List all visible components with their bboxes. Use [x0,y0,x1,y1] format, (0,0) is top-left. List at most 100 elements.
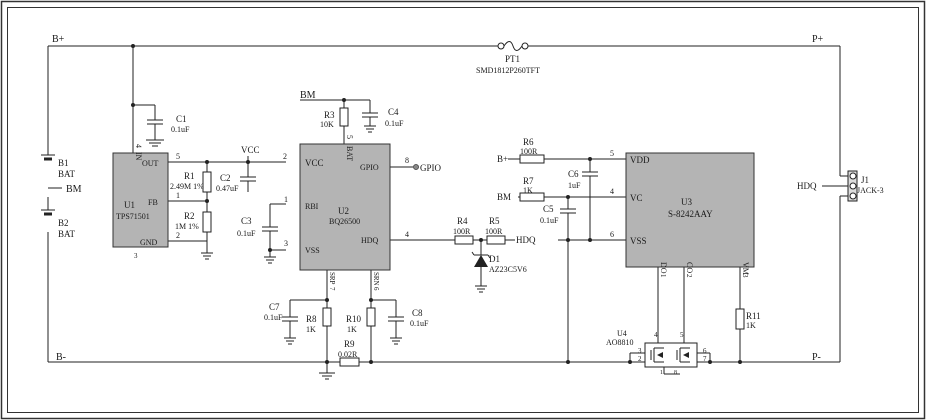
u2-pin-vcc: VCC [305,158,324,168]
u2-pin-bat-num: 5 [345,135,354,139]
u3-pin-vss: VSS [630,236,647,246]
u2-pin-srn: SRN [372,272,380,286]
u2-pin-vcc-num: 2 [283,152,287,161]
net-label-b-plus-u3: B+ [497,154,508,164]
c4-value: 0.1uF [385,119,404,128]
c8-ref: C8 [412,308,423,318]
u2-pin-rbi: RBI [305,202,319,211]
u3-pin-do: DO [659,262,668,274]
fuse-value: SMD1812P260TFT [476,66,540,75]
capacitor-c8: C8 0.1uF [388,308,429,328]
net-label-bm-u3: BM [497,192,511,202]
c2-value: 0.47uF [216,184,239,193]
u3-pin-vm: VM [741,262,750,275]
fuse-pt1: PT1 SMD1812P260TFT [476,41,540,75]
u2-pin-vss: VSS [305,246,320,255]
u3-pin-vc-num: 4 [610,187,614,196]
u3-pin-do-num: 1 [659,274,667,278]
r6-value: 100R [520,147,538,156]
u1-pin-in-num: 4 [134,144,143,148]
u3-pin-co-num: 2 [685,274,693,278]
capacitor-c3: C3 0.1uF [237,216,278,238]
c5-ref: C5 [543,204,554,214]
u2-pin-vss-num: 3 [284,239,288,248]
u1-pin-in: IN [134,152,143,161]
c1-ref: C1 [176,114,187,124]
r10-ref: R10 [346,314,362,324]
u3-value: S-8242AAY [668,209,713,219]
u4-pin-6: 6 [703,347,707,355]
net-label-bm-battery: BM [66,184,82,195]
r4-ref: R4 [457,216,468,226]
r11-value: 1K [746,321,756,330]
c4-ref: C4 [388,107,399,117]
u4-pin-7: 7 [703,355,707,363]
c2-ref: C2 [220,173,231,183]
resistor-r6: R6 100R [519,137,545,164]
c5-value: 0.1uF [540,216,559,225]
net-label-b-plus: B+ [52,34,65,45]
u4-value: AO8810 [606,338,634,347]
c3-value: 0.1uF [237,229,256,238]
capacitor-c5: C5 0.1uF [540,204,576,225]
resistor-r3: R3 10K [320,107,349,129]
resistor-r2: R2 1M 1% [175,211,212,233]
u2-pin-srp-num: 7 [328,287,336,291]
wires [47,45,848,380]
d1-value: AZ23C5V6 [489,265,527,274]
u4-pin-5: 5 [680,331,684,339]
c1-value: 0.1uF [171,125,190,134]
u2-pin-hdq: HDQ [361,236,379,245]
u4-pin-4: 4 [654,331,658,339]
r9-ref: R9 [344,339,355,349]
resistor-r5: R5 100R [485,216,506,245]
resistor-r9: R9 0.02R [338,339,360,367]
inner-frame [7,7,919,413]
r7-value: 1K [523,186,533,195]
j1-ref: J1 [861,175,869,185]
u4-ref: U4 [617,329,627,338]
u2-pin-rbi-num: 1 [284,195,288,204]
net-label-p-minus: P- [812,352,821,363]
u4-pin-3: 3 [638,347,642,355]
u4-pin-8: 8 [674,370,677,376]
gpio-test-point-icon [413,164,419,170]
capacitor-c7: C7 0.1uF [264,302,298,322]
chip-u1: 4 IN OUT 5 FB 1 GND 2 3 U1 TPS71501 [112,144,180,260]
resistor-r10: R10 1K [346,307,376,334]
c3-ref: C3 [241,216,252,226]
net-label-vcc: VCC [241,145,260,155]
r5-value: 100R [485,227,503,236]
capacitor-c1: C1 0.1uF [147,114,190,134]
mosfet-u4: U4 AO8810 4 5 3 2 6 7 1 8 [606,329,707,376]
battery-b1-value: BAT [58,169,76,179]
u1-value: TPS71501 [116,212,150,221]
net-label-p-plus: P+ [812,34,824,45]
u3-pin-co: CO [685,262,694,273]
u1-pin-gnd: GND [140,238,158,247]
u3-pin-vm-num: 3 [741,274,749,278]
c7-ref: C7 [269,302,280,312]
u2-pin-gpio-num: 8 [405,156,409,165]
u3-pin-vc: VC [630,193,643,203]
u2-pin-srp: SRP [328,272,336,285]
r8-ref: R8 [306,314,317,324]
r10-value: 1K [347,325,357,334]
u3-pin-vss-num: 6 [610,230,614,239]
r7-ref: R7 [523,176,534,186]
u1-pin-fb: FB [148,198,158,207]
capacitor-c4: C4 0.1uF [362,107,404,128]
r9-value: 0.02R [338,350,358,359]
c8-value: 0.1uF [410,319,429,328]
r3-ref: R3 [324,110,335,120]
r6-ref: R6 [523,137,534,147]
r3-value: 10K [320,120,334,129]
j1-value: JACK-3 [857,186,884,195]
r2-value: 1M 1% [175,222,199,231]
r5-ref: R5 [489,216,500,226]
u2-ref: U2 [338,206,349,216]
capacitor-c2: C2 0.47uF [216,173,256,193]
resistor-r1: R1 2.49M 1% [170,171,212,193]
